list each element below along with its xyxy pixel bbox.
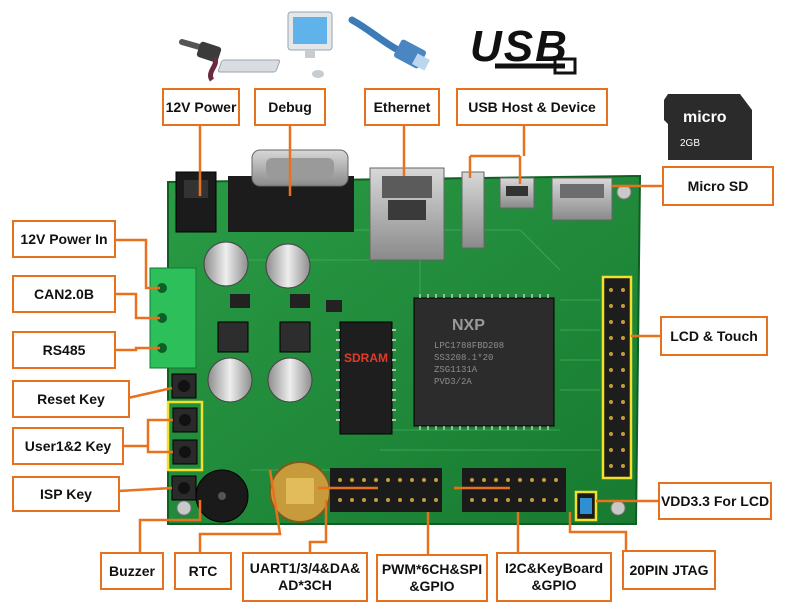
sdram-label: SDRAM <box>344 351 388 365</box>
inductors <box>217 321 311 353</box>
usb-logo: USB <box>470 22 569 71</box>
computer-icon <box>217 11 333 78</box>
label-usb-host-device: USB Host & Device <box>456 88 608 126</box>
label-user-keys: User1&2 Key <box>12 427 124 465</box>
isp-button-component <box>171 475 197 501</box>
label-rs485: RS485 <box>12 331 116 369</box>
label-12v-power-in: 12V Power In <box>12 220 116 258</box>
label-12v-power: 12V Power <box>162 88 240 126</box>
microsd-card-icon: micro 2GB <box>664 94 752 160</box>
label-debug: Debug <box>254 88 326 126</box>
label-uart: UART1/3/4&DA&AD*3CH <box>242 552 368 602</box>
dc-power-jack <box>175 171 217 233</box>
label-i2c: I2C&KeyBoard&GPIO <box>496 552 612 602</box>
label-reset-key: Reset Key <box>12 380 130 418</box>
microsd-slot <box>551 177 613 221</box>
label-ethernet: Ethernet <box>364 88 440 126</box>
vdd-jumper <box>574 490 598 522</box>
buzzer-component <box>195 469 249 523</box>
label-pwm: PWM*6CH&SPI&GPIO <box>376 554 488 602</box>
ethernet-cable-icon <box>348 16 430 71</box>
mcu-line4: PVD3/2A <box>434 377 472 387</box>
label-jtag: 20PIN JTAG <box>622 550 716 590</box>
i2c-pin-header <box>462 468 566 512</box>
label-isp-key: ISP Key <box>12 476 120 512</box>
db9-serial-connector <box>228 149 354 232</box>
mcu-logo: NXP <box>452 317 485 334</box>
reset-button-component <box>171 373 197 399</box>
rj45-ethernet-jack <box>369 167 445 261</box>
electrolytic-capacitors <box>203 241 313 403</box>
uart-pin-header <box>330 468 442 512</box>
lcd-header <box>601 275 633 480</box>
main-microcontroller: NXP LPC1788FBD208 SS3208.1*20 ZSG1131A P… <box>413 294 555 430</box>
user-buttons-component <box>166 400 204 472</box>
usb-logo-icon <box>495 57 577 75</box>
microsd-capacity-text: 2GB <box>680 138 700 149</box>
label-vdd-lcd: VDD3.3 For LCD <box>658 482 772 520</box>
small-ics <box>230 294 342 312</box>
label-lcd-touch: LCD & Touch <box>660 316 768 356</box>
label-rtc: RTC <box>174 552 232 590</box>
mcu-part-number: LPC1788FBD208 <box>434 341 504 351</box>
mcu-line3: ZSG1131A <box>434 365 478 375</box>
label-buzzer: Buzzer <box>100 552 164 590</box>
mcu-line2: SS3208.1*20 <box>434 353 493 363</box>
callout-lines <box>114 126 662 556</box>
power-plug-icon <box>179 39 222 82</box>
microsd-brand-text: micro <box>683 109 727 126</box>
sdram-chip: SDRAM <box>336 321 396 435</box>
label-can: CAN2.0B <box>12 275 116 313</box>
rtc-battery-holder <box>269 461 331 523</box>
usb-connectors <box>461 171 535 249</box>
label-micro-sd: Micro SD <box>662 166 774 206</box>
